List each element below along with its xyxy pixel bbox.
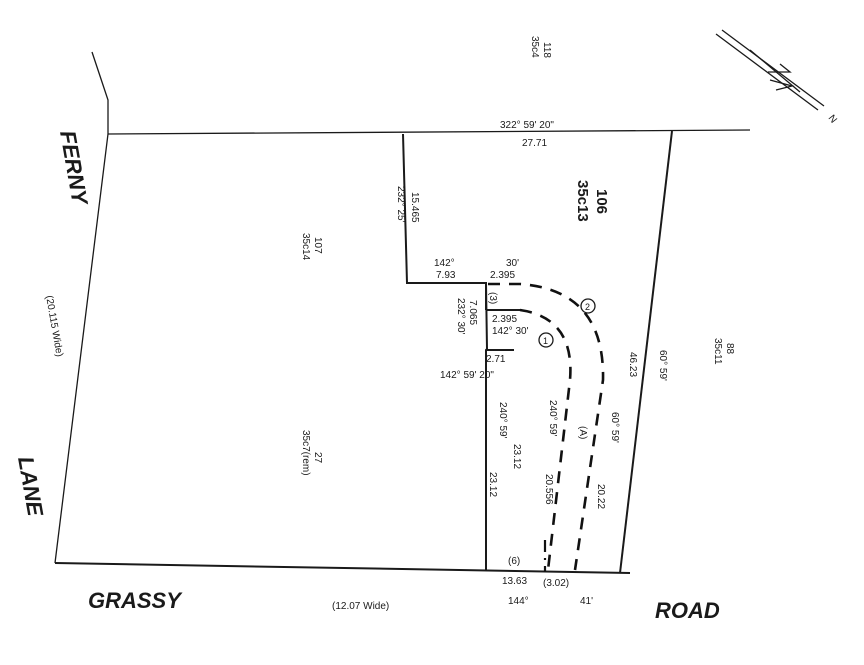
- ferny-lane-boundary: [54, 51, 109, 564]
- distance-2395-b: 2.395: [492, 314, 517, 325]
- right-distance: 46.23: [627, 352, 638, 377]
- circle-2-text: 2: [585, 302, 590, 312]
- step-distance: 7.93: [436, 270, 456, 281]
- easement-outer-dashed: [488, 282, 605, 571]
- bearing-232-30: 232° 30': [455, 298, 466, 335]
- dashed-left-distance: 20.556: [543, 474, 554, 505]
- label-A: (A): [577, 426, 588, 439]
- lot-106-number: 106: [593, 189, 610, 214]
- arc-distance: 2.395: [490, 270, 515, 281]
- lot-106-boundary: [402, 133, 489, 570]
- dashed-left-bearing: 240° 59': [547, 400, 558, 437]
- label-3: (3): [487, 292, 498, 304]
- lot-118-number: 118: [541, 42, 552, 58]
- right-bearing: 60° 59': [657, 350, 668, 381]
- distance-7065: 7.065: [467, 300, 478, 325]
- top-bearing: 322° 59' 20": [500, 120, 554, 131]
- left-distance: 15.465: [409, 192, 420, 223]
- lot-88-number: 88: [724, 343, 735, 355]
- step-bearing: 142°: [434, 258, 455, 269]
- lot-88-ref: 35c11: [712, 338, 723, 365]
- lot-27-ref: 35c7(rem): [300, 430, 311, 476]
- inner-left-distance: 23.12: [511, 444, 522, 469]
- top-distance: 27.71: [522, 138, 547, 149]
- step-minutes: 30': [506, 258, 519, 269]
- inner-left-bearing: 240° 59': [497, 402, 508, 439]
- left-bearing: 232° 25': [395, 186, 406, 223]
- ferny-width-label: (20.115 Wide): [43, 295, 65, 358]
- road-label-ferny: FERNY: [55, 129, 93, 209]
- bearing-142-30: 142° 30': [492, 326, 529, 337]
- north-label: N: [826, 113, 839, 125]
- bottom-minutes: 41': [580, 596, 593, 607]
- circle-1-text: 1: [543, 336, 548, 346]
- inner-left-distance-2: 23.12: [487, 472, 498, 497]
- bottom-distance: 13.63: [502, 576, 527, 587]
- dashed-right-bearing: 60° 59': [609, 412, 620, 443]
- circle-label-1: 1: [538, 332, 554, 348]
- lot-27-number: 27: [312, 452, 323, 464]
- easement-inner-dashed: [519, 308, 572, 571]
- circle-label-2: 2: [580, 298, 596, 314]
- top-boundary: [107, 129, 751, 135]
- road-label-grassy: GRASSY: [88, 588, 183, 613]
- lot-107-ref: 35c14: [300, 233, 311, 261]
- distance-271: 2.71: [486, 354, 506, 365]
- bottom-paren: (3.02): [543, 578, 569, 589]
- lot-107-number: 107: [312, 237, 323, 254]
- road-label-lane: LANE: [13, 455, 48, 520]
- lot-106-ref: 35c13: [574, 180, 591, 222]
- label-6: (6): [508, 556, 520, 567]
- bottom-bearing: 144°: [508, 596, 529, 607]
- road-label-road: ROAD: [655, 598, 720, 623]
- dashed-right-distance: 20.22: [595, 484, 606, 509]
- bearing-142-59-20: 142° 59' 20": [440, 370, 494, 381]
- lot-106-right-boundary: [619, 130, 673, 574]
- grassy-road-boundary: [54, 562, 631, 574]
- lot-118-ref: 35c4: [529, 36, 540, 58]
- grassy-width-label: (12.07 Wide): [332, 601, 389, 612]
- north-arrow-icon: [715, 29, 825, 111]
